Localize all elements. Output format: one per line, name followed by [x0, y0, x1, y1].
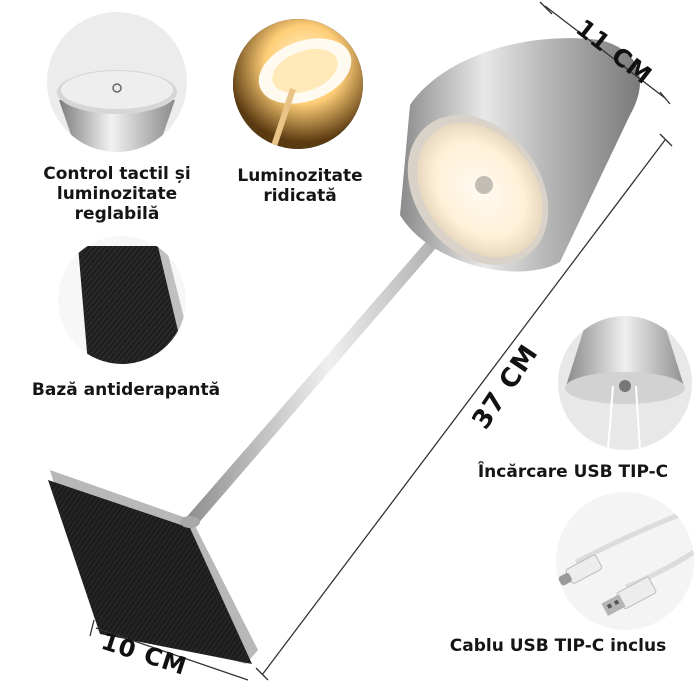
lamp-stem [180, 198, 474, 528]
usb-port-icon [558, 316, 692, 450]
touch-control-line3: reglabilă [74, 204, 160, 224]
bright-light-icon [233, 19, 363, 149]
anti-slip-label: Bază antiderapantă [31, 380, 221, 400]
brightness-line1: Luminozitate [237, 166, 363, 186]
usb-cable-label: Cablu USB TIP-C inclus [449, 636, 667, 656]
lamp-shade [400, 38, 640, 272]
usb-cable-icon [556, 492, 694, 630]
anti-slip-base-icon [58, 236, 186, 364]
brightness-label: Luminozitate ridicată [214, 166, 386, 206]
lamp-base [48, 470, 258, 664]
touch-control-icon [47, 12, 187, 152]
usb-charging-label: Încărcare USB TIP-C [477, 462, 669, 482]
touch-control-label: Control tactil și luminozitate reglabilă [22, 164, 212, 224]
touch-control-line1: Control tactil și [43, 164, 191, 184]
touch-control-line2: luminozitate [56, 184, 178, 204]
dimension-lines [89, 1, 673, 681]
brightness-line2: ridicată [263, 186, 337, 206]
